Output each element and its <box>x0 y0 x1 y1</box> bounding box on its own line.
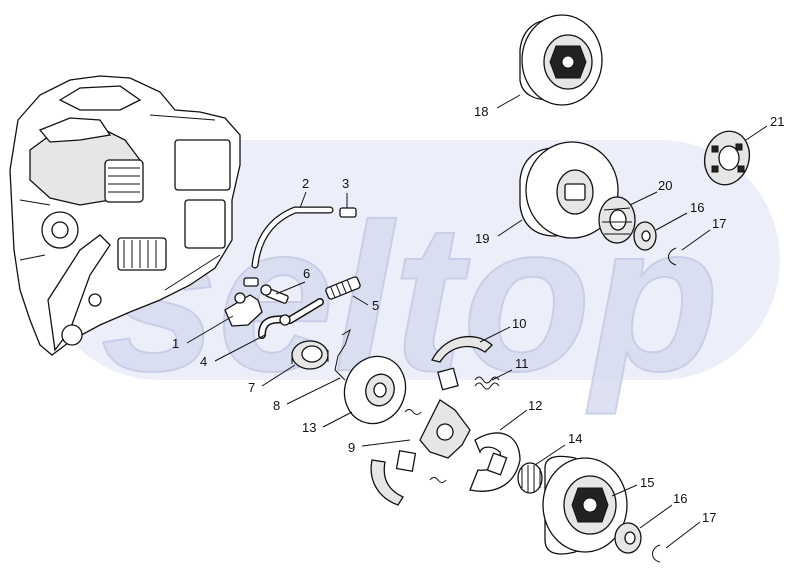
part-20-rim-sprocket <box>598 196 636 244</box>
callout-13: 13 <box>302 420 316 435</box>
callout-4: 4 <box>200 354 207 369</box>
part-21-rim-sprocket <box>703 130 751 186</box>
callout-10: 10 <box>512 316 526 331</box>
callout-19: 19 <box>475 231 489 246</box>
part-19-clutch-drum <box>519 141 619 239</box>
callout-9: 9 <box>348 440 355 455</box>
part-13-washer-disc <box>343 355 407 425</box>
callout-6: 6 <box>303 266 310 281</box>
callout-1: 1 <box>172 336 179 351</box>
leader-lines <box>186 94 768 549</box>
part-7-needle-bearing <box>291 340 329 370</box>
part-11-spring <box>474 376 500 390</box>
part-4-elbow-connector <box>258 298 324 339</box>
part-3-sleeve <box>339 207 357 218</box>
part-10-clutch-shoe <box>431 335 493 391</box>
callout-12: 12 <box>528 398 542 413</box>
part-16-washer-upper <box>633 221 657 251</box>
callout-14: 14 <box>568 431 582 446</box>
callout-5: 5 <box>372 298 379 313</box>
callout-8: 8 <box>273 398 280 413</box>
part-8-spring-wire <box>334 328 351 381</box>
callout-7: 7 <box>248 380 255 395</box>
part-12-clutch-assembly <box>419 399 521 492</box>
callout-11: 11 <box>515 356 529 371</box>
callout-17-lower: 17 <box>702 510 716 525</box>
part-14-needle-cage <box>517 462 543 494</box>
callout-18: 18 <box>474 104 488 119</box>
callout-labels: 1 2 3 4 5 6 7 8 9 10 11 12 13 14 15 16 1… <box>172 104 784 525</box>
callout-21: 21 <box>770 114 784 129</box>
callout-20: 20 <box>658 178 672 193</box>
callout-15: 15 <box>640 475 654 490</box>
part-6-screw <box>260 284 289 304</box>
part-16-washer <box>614 522 642 554</box>
engine-crankcase <box>9 75 241 356</box>
part-1-oil-pump <box>224 277 263 327</box>
callout-3: 3 <box>342 176 349 191</box>
part-17-e-clip <box>652 544 661 563</box>
callout-16-upper: 16 <box>690 200 704 215</box>
part-18-sprocket-drum <box>519 14 603 106</box>
callout-16-lower: 16 <box>673 491 687 506</box>
part-9-clutch-shoe <box>370 409 447 506</box>
callout-17-upper: 17 <box>712 216 726 231</box>
part-17-e-clip-upper <box>668 247 677 266</box>
callout-2: 2 <box>302 176 309 191</box>
watermark-text: seltop <box>101 180 719 415</box>
part-2-oil-hose <box>251 206 334 269</box>
part-15-clutch-drum <box>542 455 628 555</box>
part-5-worm <box>325 276 361 300</box>
